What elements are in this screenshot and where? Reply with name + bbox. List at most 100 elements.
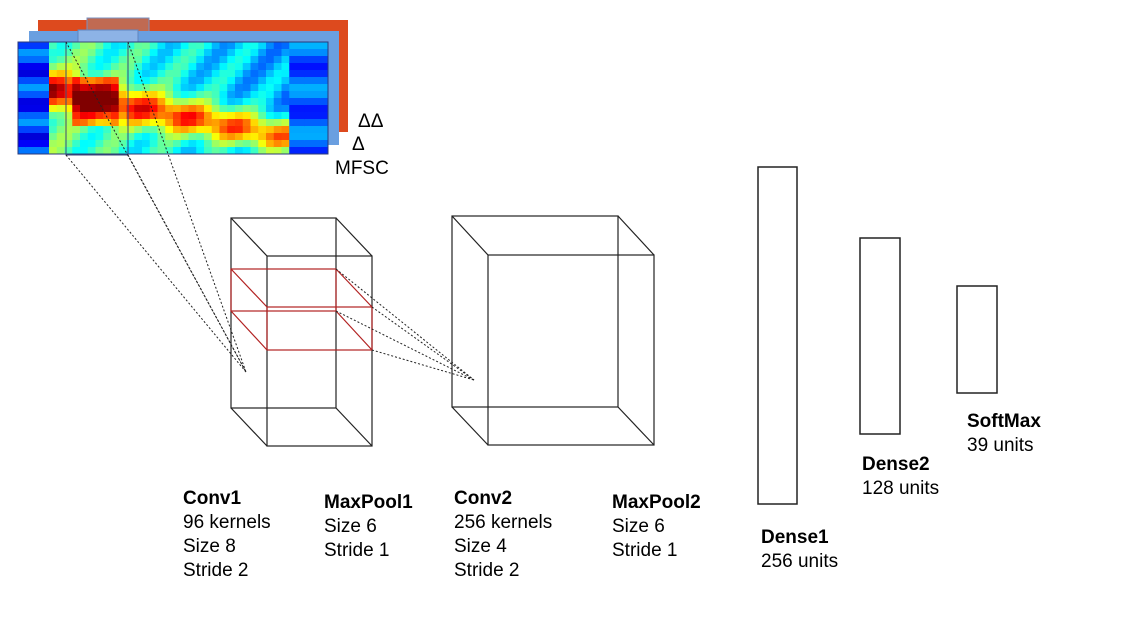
spectrogram-cell	[64, 147, 73, 154]
spectrogram-cell	[281, 70, 290, 78]
spectrogram-cell	[33, 140, 42, 148]
spectrogram-cell	[211, 112, 221, 120]
channel-label-mfsc: MFSC	[335, 158, 389, 179]
spectrogram-cell	[72, 84, 81, 92]
spectrogram-cell	[281, 133, 290, 141]
spectrogram-cell	[95, 70, 104, 78]
spectrogram-cell	[242, 63, 252, 71]
spectrogram-cell	[211, 133, 221, 141]
spectrogram-cell	[87, 105, 97, 113]
spectrogram-cell	[126, 119, 135, 127]
spectrogram-cell	[149, 119, 159, 127]
spectrogram-cell	[266, 56, 275, 64]
spectrogram-cell	[87, 77, 97, 85]
spectrogram-cell	[33, 147, 42, 154]
spectrogram-cell	[95, 84, 104, 92]
conv1-volume	[230, 217, 373, 447]
spectrogram-cell	[320, 63, 328, 71]
spectrogram-cell	[157, 91, 166, 99]
spectrogram-cell	[87, 70, 97, 78]
spectrogram-cell	[219, 63, 228, 71]
spectrogram-cell	[165, 112, 174, 120]
spectrogram-cell	[281, 126, 290, 134]
channel-label-delta-delta: ΔΔ	[358, 111, 384, 132]
spectrogram-cell	[196, 77, 205, 85]
spectrogram-cell	[95, 56, 104, 64]
spectrogram-cell	[320, 42, 328, 50]
spectrogram-cell	[41, 84, 50, 92]
spectrogram-cell	[33, 49, 42, 57]
spectrogram-cell	[157, 63, 166, 71]
mfsc-spectrogram-border	[17, 41, 329, 155]
spectrogram-cell	[33, 112, 42, 120]
spectrogram-cell	[149, 77, 159, 85]
spectrogram-cell	[273, 105, 283, 113]
spectrogram-cell	[72, 105, 81, 113]
spectrogram-cell	[134, 126, 143, 134]
spectrogram-cell	[80, 49, 89, 57]
spectrogram-cell	[273, 77, 283, 85]
spectrogram-cell	[258, 84, 267, 92]
spectrogram-cell	[204, 133, 213, 141]
spectrogram-cell	[126, 126, 135, 134]
spectrogram-cell	[111, 56, 120, 64]
spectrogram-cell	[297, 147, 306, 154]
spectrogram-cell	[118, 49, 128, 57]
spectrogram-cell	[266, 140, 275, 148]
spectrogram-cell	[320, 56, 328, 64]
spectrogram-cell	[304, 112, 314, 120]
spectrogram-cell	[180, 147, 190, 154]
spectrogram-cell	[297, 63, 306, 71]
spectrogram-cell	[235, 70, 244, 78]
spectrogram-cell	[211, 56, 221, 64]
spectrogram-cell	[33, 70, 42, 78]
spectrogram-cell	[25, 112, 35, 120]
spectrogram-cell	[157, 70, 166, 78]
spectrogram-cell	[56, 105, 66, 113]
spectrogram-cell	[25, 119, 35, 127]
spectrogram-cell	[56, 98, 66, 106]
spectrogram-cell	[165, 63, 174, 71]
spectrogram-cell	[281, 140, 290, 148]
maxpool2-stride: Stride 1	[612, 540, 678, 561]
spectrogram-cell	[250, 49, 259, 57]
spectrogram-cell	[149, 98, 159, 106]
spectrogram-cell	[304, 98, 314, 106]
spectrogram-cell	[173, 70, 182, 78]
spectrogram-cell	[281, 42, 290, 50]
spectrogram-cell	[111, 119, 120, 127]
spectrogram-cell	[235, 77, 244, 85]
spectrogram-cell	[273, 84, 283, 92]
spectrogram-cell	[219, 112, 228, 120]
spectrogram-cell	[118, 63, 128, 71]
spectrogram-cell	[18, 56, 27, 64]
spectrogram-cell	[180, 42, 190, 50]
spectrogram-cell	[165, 133, 174, 141]
spectrogram-cell	[56, 49, 66, 57]
spectrogram-cell	[103, 70, 112, 78]
spectrogram-cell	[266, 49, 275, 57]
spectrogram-cell	[297, 133, 306, 141]
softmax-block	[956, 285, 998, 394]
spectrogram-cell	[64, 126, 73, 134]
spectrogram-cell	[266, 42, 275, 50]
spectrogram-cell	[72, 112, 81, 120]
spectrogram-cell	[87, 49, 97, 57]
spectrogram-cell	[188, 63, 197, 71]
spectrogram-cell	[72, 119, 81, 127]
spectrogram-cell	[111, 77, 120, 85]
spectrogram-cell	[180, 63, 190, 71]
spectrogram-cell	[149, 70, 159, 78]
spectrogram-cell	[64, 91, 73, 99]
spectrogram-cell	[18, 126, 27, 134]
spectrogram-cell	[289, 119, 298, 127]
spectrogram-cell	[211, 70, 221, 78]
spectrogram-cell	[188, 126, 197, 134]
spectrogram-cell	[64, 49, 73, 57]
spectrogram-cell	[72, 77, 81, 85]
spectrogram-cell	[297, 126, 306, 134]
spectrogram-cell	[211, 63, 221, 71]
spectrogram-cell	[173, 42, 182, 50]
spectrogram-cell	[227, 112, 236, 120]
spectrogram-cell	[49, 42, 58, 50]
